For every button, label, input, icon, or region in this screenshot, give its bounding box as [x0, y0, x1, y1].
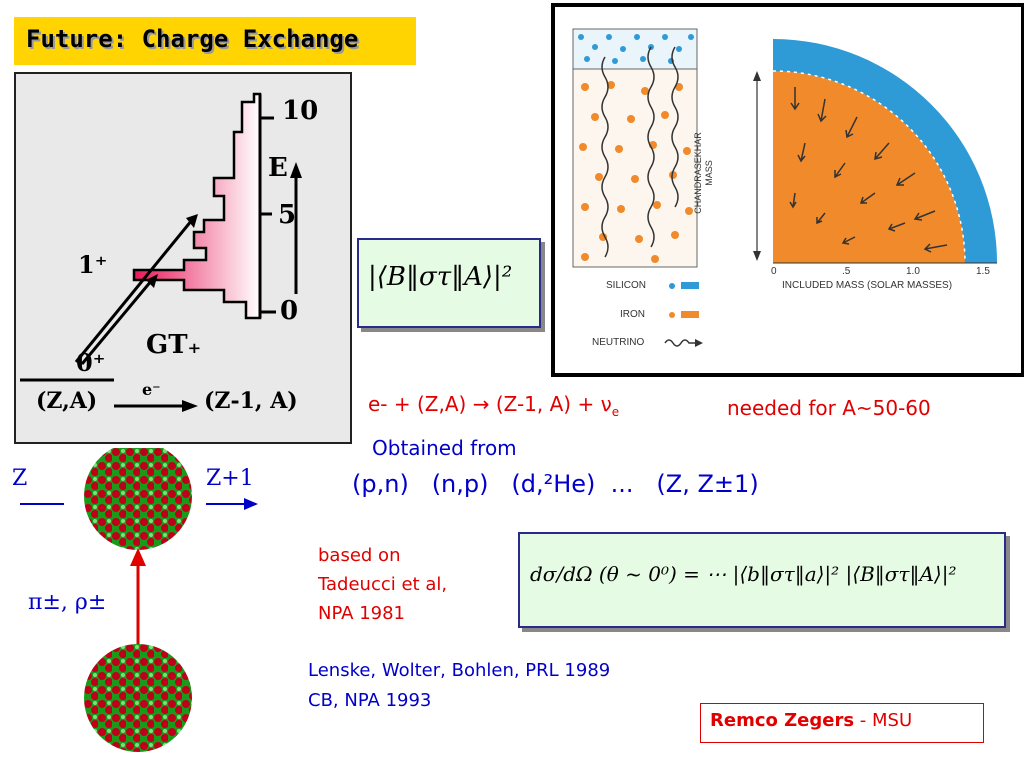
iron-core [773, 71, 965, 263]
probe-reactions: (p,n) (n,p) (d,²He) ... (Z, Z±1) [352, 470, 759, 498]
based-on-line-2: Tadeucci et al, [318, 574, 448, 595]
daughter-nucleus-label: (Z-1, A) [204, 388, 298, 414]
gt-diagram-svg [20, 92, 302, 412]
transition-arrow [74, 219, 194, 363]
meson-label: π±, ρ± [28, 590, 107, 615]
stellar-core-svg [572, 28, 997, 347]
strength-histogram [132, 92, 262, 320]
z-plus-1-label: Z+1 [206, 466, 254, 491]
credit-box [700, 703, 984, 743]
author-name: Remco Zegers [710, 710, 855, 731]
reference-1: Lenske, Wolter, Bohlen, PRL 1989 [308, 660, 611, 681]
based-on-note: based on Tadeucci et al, NPA 1981 [318, 541, 447, 628]
parent-nucleus-label: (Z,A) [36, 388, 98, 414]
target-nucleus [84, 448, 192, 550]
nucleus-diagram-svg [20, 448, 258, 752]
capture-reaction: e- + (Z,A) → (Z-1, A) + νe [368, 392, 620, 419]
reference-2: CB, NPA 1993 [308, 690, 432, 711]
tick-label-5: 5 [278, 200, 297, 230]
cross-section-box [518, 532, 1006, 628]
legend-silicon: SILICON [606, 280, 647, 291]
chandrasekhar-label: CHANDRASEKHAR MASS [693, 132, 714, 214]
state-0plus-label: 0⁺ [76, 348, 106, 377]
references: Lenske, Wolter, Bohlen, PRL 1989 CB, NPA… [308, 656, 610, 716]
author-credit: Remco Zegers - MSU [710, 710, 913, 731]
needed-for-note: needed for A~50-60 [727, 396, 931, 420]
based-on-line-3: NPA 1981 [318, 603, 406, 624]
state-1plus-label: 1⁺ [78, 250, 108, 279]
energy-label: E [268, 153, 288, 183]
x-axis-label: INCLUDED MASS (SOLAR MASSES) [782, 280, 953, 291]
x-tick-0: 0 [771, 266, 777, 277]
slide-title: Future: Charge Exchange [26, 25, 359, 53]
based-on-line-1: based on [318, 545, 401, 566]
matrix-element-box [357, 238, 541, 328]
obtained-from-label: Obtained from [372, 436, 517, 460]
institution: MSU [872, 710, 913, 731]
x-tick-1-0: 1.0 [906, 266, 920, 277]
infall-arrows [789, 87, 948, 253]
title-bar [14, 17, 416, 65]
legend-neutrino: NEUTRINO [592, 337, 645, 348]
cross-section-formula: dσ/dΩ (θ ~ 0⁰) = ⋯ |⟨b‖στ‖a⟩|² |⟨B‖στ‖A⟩… [530, 562, 957, 586]
tick-label-10: 10 [282, 96, 319, 126]
neutrino-paths [601, 46, 679, 258]
x-tick-1-5: 1.5 [976, 266, 990, 277]
x-tick-0-5: .5 [842, 266, 851, 277]
projectile-nucleus [84, 644, 192, 752]
legend-iron: IRON [620, 309, 645, 320]
electron-label: e⁻ [142, 380, 161, 399]
matrix-element-formula: |⟨B‖στ‖A⟩|² [368, 262, 513, 292]
tick-label-0: 0 [280, 296, 299, 326]
gt-label: GT₊ [146, 330, 202, 360]
z-label: Z [12, 466, 28, 491]
